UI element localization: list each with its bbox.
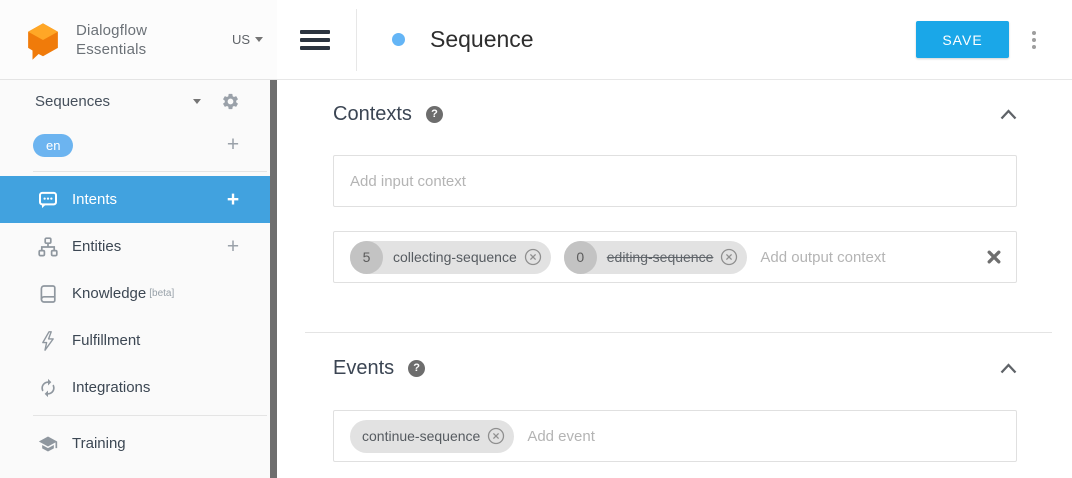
main-header: Sequence SAVE <box>277 0 1072 80</box>
dialogflow-logo-icon <box>28 22 58 60</box>
sidebar-scrollbar[interactable] <box>270 80 277 478</box>
sidebar-item-label: Intents <box>72 191 118 208</box>
chevron-up-icon <box>1000 109 1017 120</box>
intent-status-dot-icon <box>392 33 405 46</box>
agent-name[interactable]: Sequences <box>35 93 111 110</box>
output-context-field[interactable]: 5 collecting-sequence 0 editing-sequence <box>333 231 1017 283</box>
sidebar-item-knowledge[interactable]: Knowledge[beta] <box>0 270 277 317</box>
sitemap-icon <box>38 236 58 256</box>
beta-badge: [beta] <box>149 288 175 299</box>
events-section: Events ? continue-sequence <box>333 354 1017 462</box>
save-button[interactable]: SAVE <box>916 21 1009 58</box>
chat-bubble-icon <box>39 191 58 208</box>
contexts-header: Contexts ? <box>333 100 1017 128</box>
close-circle-icon <box>488 427 505 445</box>
contexts-collapse-button[interactable] <box>1000 108 1017 120</box>
help-icon[interactable]: ? <box>425 105 443 123</box>
add-intent-button[interactable]: + <box>226 187 240 211</box>
chevron-down-icon <box>255 37 263 42</box>
brand-name: Dialogflow Essentials <box>76 21 148 58</box>
event-chip-label: continue-sequence <box>362 428 481 444</box>
add-entity-button[interactable]: + <box>226 234 240 258</box>
sidebar-divider <box>33 415 267 416</box>
sidebar-item-intents[interactable]: Intents + <box>0 176 277 223</box>
more-options-kebab-button[interactable] <box>1025 29 1043 51</box>
add-event-input[interactable] <box>527 427 1000 445</box>
sidebar-item-entities[interactable]: Entities + <box>0 223 277 270</box>
lightning-bolt-icon <box>42 330 54 351</box>
sidebar-item-label: Fulfillment <box>72 332 141 349</box>
header-divider <box>356 8 357 71</box>
sidebar: Dialogflow Essentials US Sequences en + <box>0 0 277 478</box>
context-chip-label: collecting-sequence <box>393 249 517 265</box>
sidebar-header: Dialogflow Essentials US <box>0 0 277 80</box>
gear-icon[interactable] <box>221 92 240 111</box>
page-title: Sequence <box>430 26 534 52</box>
sidebar-item-fulfillment[interactable]: Fulfillment <box>0 317 277 364</box>
add-language-button[interactable]: + <box>226 133 240 156</box>
clear-output-contexts-button[interactable] <box>986 249 1002 265</box>
main-panel: Sequence SAVE Contexts ? <box>277 0 1072 478</box>
event-chip[interactable]: continue-sequence <box>350 419 515 453</box>
events-collapse-button[interactable] <box>1000 362 1017 374</box>
graduation-cap-icon <box>38 436 58 451</box>
agent-selector-row: Sequences <box>0 80 277 123</box>
remove-chip-button[interactable] <box>720 248 738 266</box>
sidebar-item-label: Knowledge <box>72 285 147 302</box>
remove-chip-button[interactable] <box>524 248 542 266</box>
sidebar-nav: Intents + Entities + Knowledge[beta] <box>0 176 277 467</box>
language-row: en + <box>0 123 277 167</box>
events-field[interactable]: continue-sequence <box>333 410 1017 462</box>
book-icon <box>40 284 56 303</box>
sidebar-item-integrations[interactable]: Integrations <box>0 364 277 411</box>
close-circle-icon <box>721 248 738 266</box>
context-chip-label: editing-sequence <box>606 249 714 265</box>
remove-chip-button[interactable] <box>487 427 505 445</box>
sidebar-item-label: Integrations <box>72 379 151 396</box>
region-label: US <box>231 32 250 47</box>
context-lifespan-badge[interactable]: 5 <box>350 240 383 274</box>
add-input-context-input[interactable] <box>350 172 1000 190</box>
sidebar-item-label: Entities <box>72 238 122 255</box>
sidebar-item-label: Training <box>72 435 126 452</box>
chevron-up-icon <box>1000 363 1017 374</box>
contexts-title: Contexts <box>333 102 412 125</box>
scrollbar-thumb[interactable] <box>270 80 277 478</box>
contexts-section: Contexts ? 5 collecting-sequence <box>333 100 1017 283</box>
add-output-context-input[interactable] <box>760 248 974 266</box>
output-context-chip[interactable]: 5 collecting-sequence <box>350 240 551 274</box>
language-badge[interactable]: en <box>33 133 74 157</box>
menu-hamburger-button[interactable] <box>300 29 330 50</box>
sidebar-item-training[interactable]: Training <box>0 420 277 467</box>
section-divider <box>305 332 1052 333</box>
output-context-chip[interactable]: 0 editing-sequence <box>563 240 748 274</box>
events-title: Events <box>333 356 395 379</box>
sidebar-divider <box>33 171 267 172</box>
sync-icon <box>41 378 55 397</box>
intent-editor-content: Contexts ? 5 collecting-sequence <box>277 100 1072 462</box>
close-circle-icon <box>524 248 541 266</box>
context-lifespan-badge[interactable]: 0 <box>563 240 597 274</box>
region-selector[interactable]: US <box>232 32 263 47</box>
events-header: Events ? <box>333 354 1017 382</box>
agent-chevron-down-icon[interactable] <box>193 99 201 104</box>
help-icon[interactable]: ? <box>408 359 426 377</box>
close-icon <box>987 250 1001 264</box>
input-context-field[interactable] <box>333 155 1017 207</box>
